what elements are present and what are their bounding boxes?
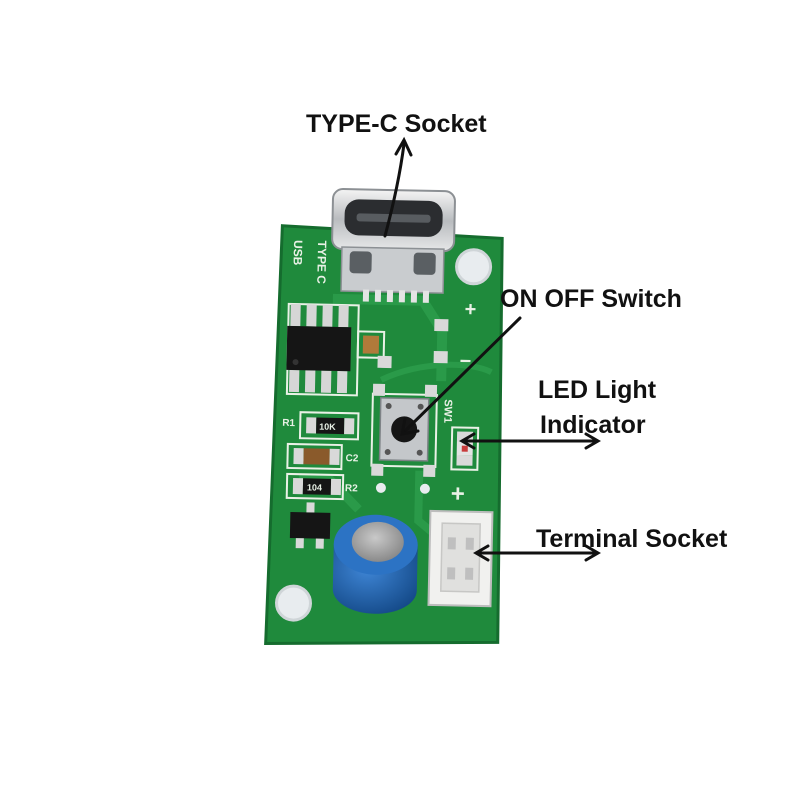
mounting-hole-bottom [275, 584, 313, 622]
label-led-line1: LED Light [538, 376, 657, 404]
silk-type-c: TYPE C [314, 240, 329, 284]
led-indicator [450, 426, 480, 471]
resistor-r1: 10K [298, 411, 360, 441]
silk-r1: R1 [282, 418, 295, 429]
silk-plus-bottom: + [451, 480, 466, 507]
resistor-r2: 104 [285, 472, 345, 501]
arrow-terminal-icon [473, 544, 601, 562]
capacitor-c2 [286, 442, 343, 471]
arrow-double-icon [459, 432, 601, 450]
arrow-up-icon [383, 136, 413, 238]
terminal-socket [427, 509, 494, 608]
arrow-switch-icon [400, 316, 522, 436]
silk-usb: USB [291, 240, 306, 266]
pad-minus [433, 350, 448, 364]
silk-c2: C2 [345, 453, 358, 464]
silk-sw1: SW1 [441, 399, 453, 423]
mounting-hole-top [455, 248, 493, 286]
resistor-code-2: 104 [307, 482, 322, 492]
electrolytic-capacitor [332, 514, 418, 614]
label-led-line2: Indicator [540, 411, 646, 439]
label-terminal-socket: Terminal Socket [536, 525, 728, 553]
pad-plus [434, 318, 449, 332]
transistor-q1 [289, 502, 331, 549]
smd-component-c1 [356, 330, 386, 359]
silk-plus-top: + [464, 299, 476, 321]
label-typec-socket: TYPE-C Socket [306, 110, 487, 138]
silk-r2: R2 [345, 483, 358, 494]
resistor-code-1: 10K [319, 422, 336, 432]
label-on-off-switch: ON OFF Switch [500, 285, 682, 313]
usb-type-c-socket [331, 188, 456, 303]
